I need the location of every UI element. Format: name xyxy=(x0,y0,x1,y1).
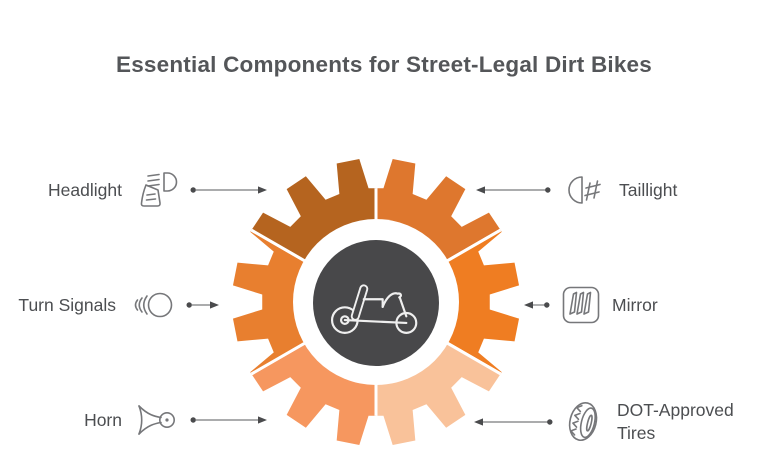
dirt-bike-icon xyxy=(330,284,418,334)
gear-diagram xyxy=(232,158,520,446)
connector-arrow-right xyxy=(190,416,267,424)
tire-icon xyxy=(564,398,606,446)
component-row-horn: Horn xyxy=(84,398,268,442)
turn-signal-icon xyxy=(127,290,175,320)
dot-tires-label: DOT-Approved Tires xyxy=(617,400,734,443)
connector-arrow-left xyxy=(476,186,551,194)
page-title: Essential Components for Street-Legal Di… xyxy=(116,52,652,77)
component-row-taillight: Taillight xyxy=(475,168,677,212)
component-row-dot-tires: DOT-Approved Tires xyxy=(473,396,739,448)
connector-arrow-right xyxy=(190,186,267,194)
connector-arrow-left xyxy=(524,301,550,309)
connector-arrow-right xyxy=(186,301,219,309)
headlight-label: Headlight xyxy=(48,179,122,200)
component-row-headlight: Headlight xyxy=(48,168,268,212)
connector-arrow-left xyxy=(474,418,553,426)
taillight-icon xyxy=(562,173,608,207)
headlight-icon xyxy=(133,170,179,210)
mirror-icon xyxy=(561,285,601,325)
gear-center-circle xyxy=(313,240,439,366)
mirror-label: Mirror xyxy=(612,294,658,315)
component-row-turn-signals: Turn Signals xyxy=(18,283,220,327)
taillight-label: Taillight xyxy=(619,179,678,200)
horn-icon xyxy=(133,404,179,436)
horn-label: Horn xyxy=(84,409,122,430)
component-row-mirror: Mirror xyxy=(523,283,658,327)
turn-signals-label: Turn Signals xyxy=(18,294,116,315)
